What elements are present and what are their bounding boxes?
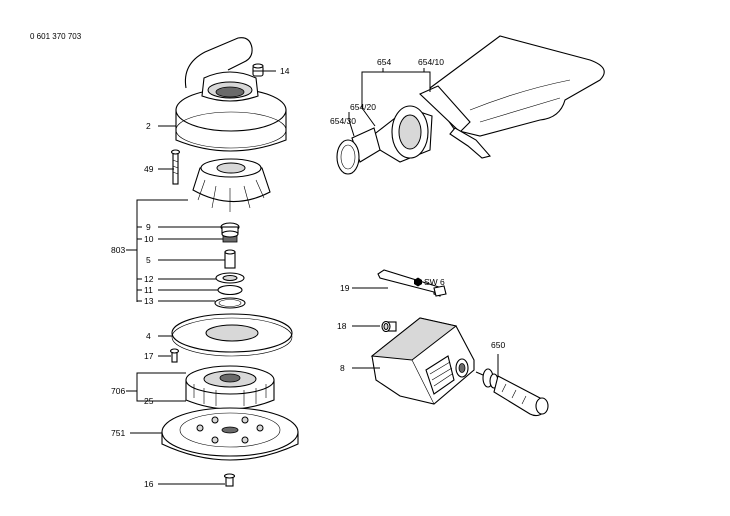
part-17-screw: [169, 348, 180, 363]
fan-impeller: [192, 158, 271, 212]
callout-4: 4: [146, 331, 151, 341]
callout-751: 751: [111, 428, 125, 438]
callout-16: 16: [144, 479, 154, 489]
callout-706: 706: [111, 386, 125, 396]
callout-654: 654: [377, 57, 391, 67]
spindle-parts: [214, 222, 246, 309]
hex-icon: [414, 277, 422, 287]
callout-5: 5: [146, 255, 151, 265]
hex-size-label: SW 6: [424, 277, 445, 287]
callout-12: 12: [144, 274, 154, 284]
part-8-gear-housing: [370, 317, 475, 405]
part-16-screw: [223, 473, 236, 487]
part-706-pad-holder: [185, 365, 275, 410]
callout-49: 49: [144, 164, 154, 174]
callout-8: 8: [340, 363, 345, 373]
leader-lines-dust-bag: [348, 68, 431, 137]
callout-654-30: 654/30: [330, 116, 356, 126]
callout-25: 25: [144, 396, 154, 406]
callout-654-10: 654/10: [418, 57, 444, 67]
part-14-plug: [252, 63, 264, 77]
leader-lines-left: [126, 70, 276, 485]
part-2-dust-hood: [175, 37, 287, 152]
callout-17: 17: [144, 351, 154, 361]
callout-9: 9: [146, 222, 151, 232]
part-751-sanding-plate: [161, 407, 299, 461]
part-4-ring: [171, 313, 293, 357]
part-654-dust-bag: [336, 35, 605, 175]
callout-10: 10: [144, 234, 154, 244]
part-49-screw: [170, 149, 181, 185]
callout-18: 18: [337, 321, 347, 331]
callout-2: 2: [146, 121, 151, 131]
callout-19: 19: [340, 283, 350, 293]
part-19-allen-key: [377, 269, 447, 297]
callout-650: 650: [491, 340, 505, 350]
callout-14: 14: [280, 66, 290, 76]
part-11: [217, 284, 243, 296]
callout-654-20: 654/20: [350, 102, 376, 112]
document-number: 0 601 370 703: [30, 32, 82, 41]
callout-803: 803: [111, 245, 125, 255]
part-18-screw: [381, 320, 397, 333]
part-650-side-handle: [475, 368, 549, 417]
callout-13: 13: [144, 296, 154, 306]
hex-socket-sw6: SW 6: [414, 277, 445, 287]
callout-11: 11: [144, 285, 153, 295]
